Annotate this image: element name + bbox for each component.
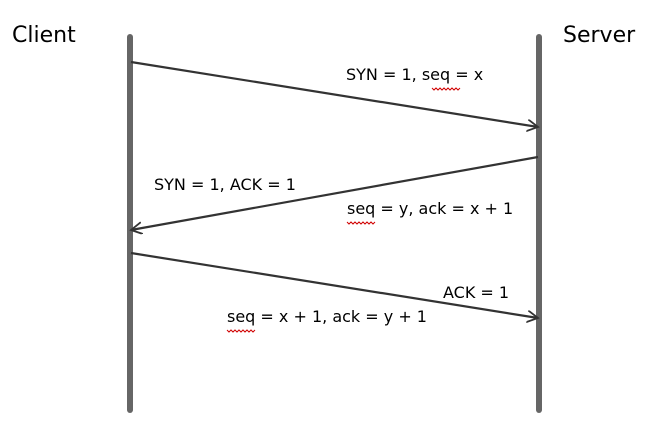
- client-label: Client: [12, 23, 76, 48]
- ack-arrow: [130, 251, 538, 318]
- spellcheck-underline: [226, 329, 256, 333]
- syn-label: SYN = 1, seq = x: [346, 65, 483, 84]
- ack-label-line1: ACK = 1: [443, 283, 509, 302]
- ack-label-line2: seq = x + 1, ack = y + 1: [227, 307, 427, 326]
- syn-ack-arrow: [131, 155, 539, 230]
- spellcheck-underline: [431, 87, 461, 91]
- spellcheck-underline: [346, 221, 376, 225]
- syn-arrow: [130, 60, 538, 127]
- syn-ack-label-line1: SYN = 1, ACK = 1: [154, 175, 296, 194]
- syn-ack-label-line2: seq = y, ack = x + 1: [347, 199, 513, 218]
- server-label: Server: [563, 23, 636, 48]
